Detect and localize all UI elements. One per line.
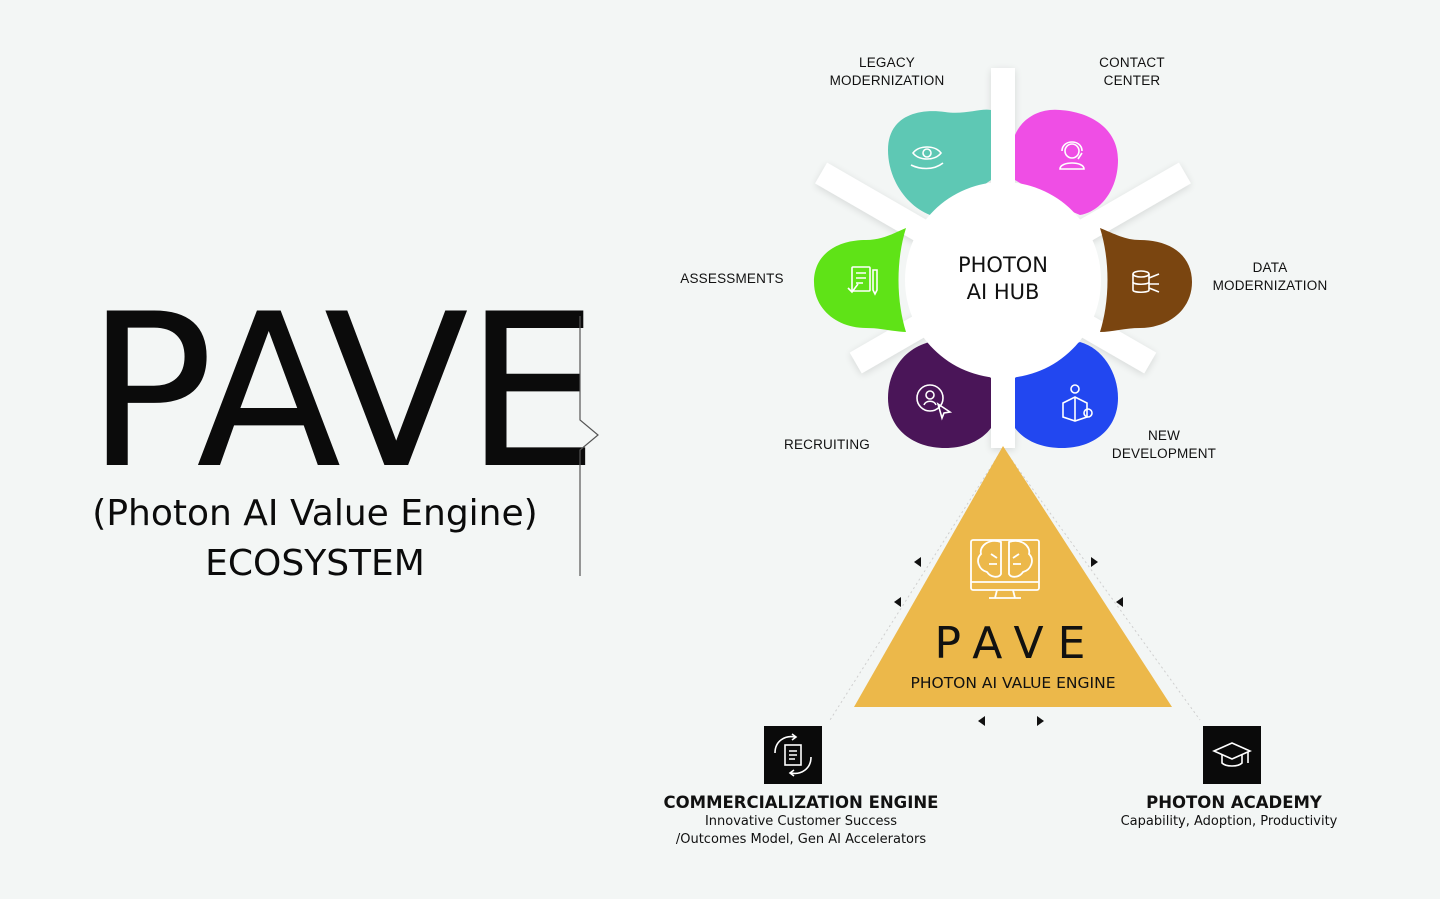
pave-subtitle: (Photon AI Value Engine): [92, 493, 538, 534]
assessments-petal: [814, 228, 906, 332]
data-petal: [1100, 228, 1192, 332]
document-cycle-icon: [764, 726, 822, 784]
legacy-modernization-label: LEGACY MODERNIZATION: [829, 55, 945, 88]
graduation-cap-icon: [1203, 726, 1261, 784]
cycle-arrows: [894, 557, 1123, 726]
contact-petal: [1015, 109, 1118, 215]
headset-agent-icon: [1059, 141, 1085, 170]
assessments-label: ASSESSMENTS: [680, 271, 784, 286]
ecosystem-title: ECOSYSTEM: [205, 543, 425, 584]
pave-engine-title: PAVE: [934, 618, 1100, 669]
commercialization-line2: /Outcomes Model, Gen AI Accelerators: [675, 832, 927, 847]
eye-hand-icon: [910, 146, 944, 170]
brain-monitor-icon: [970, 539, 1040, 599]
database-network-icon: [1132, 270, 1160, 294]
academy-title: PHOTON ACADEMY: [1146, 793, 1322, 812]
bracket-divider: [579, 316, 599, 576]
hub-title: PHOTON AI HUB: [957, 253, 1049, 304]
hub-petals: [814, 109, 1192, 448]
academy-line1: Capability, Adoption, Productivity: [1120, 814, 1338, 829]
pave-big-title: PAVE: [86, 268, 599, 515]
box-gear-bulb-icon: [1062, 384, 1093, 422]
recruiting-label: RECRUITING: [784, 437, 870, 452]
commercialization-title: COMMERCIALIZATION ENGINE: [663, 793, 939, 812]
document-pen-icon: [847, 266, 878, 296]
title-block: PAVE (Photon AI Value Engine) ECOSYSTEM: [0, 0, 640, 899]
commercialization-line1: Innovative Customer Success: [704, 814, 898, 829]
new-development-label: NEW DEVELOPMENT: [1111, 428, 1217, 461]
pave-engine-subtitle: PHOTON AI VALUE ENGINE: [910, 674, 1116, 692]
hub-center-circle: [905, 182, 1101, 378]
person-cursor-icon: [916, 384, 953, 421]
legacy-petal: [888, 109, 991, 215]
contact-center-label: CONTACT CENTER: [1099, 55, 1165, 88]
triangle-dashed-connectors: [829, 447, 1201, 721]
data-modernization-label: DATA MODERNIZATION: [1212, 260, 1328, 293]
